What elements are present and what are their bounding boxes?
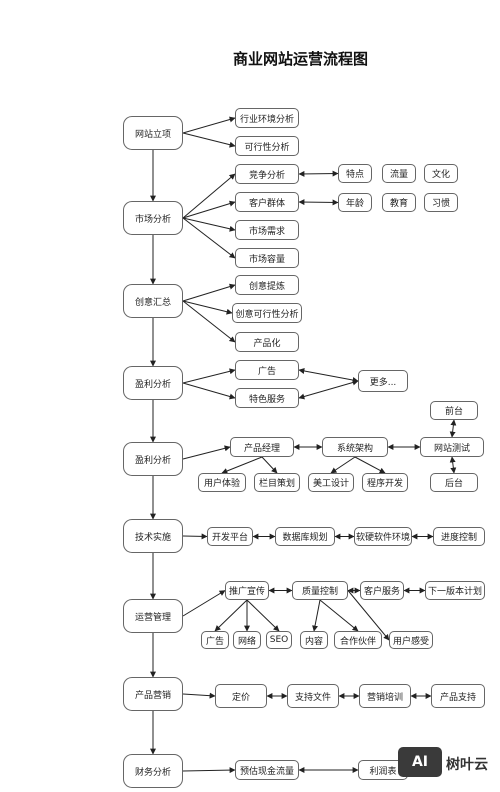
connector-wzcs-ht [449, 456, 457, 474]
node-wh: 文化 [424, 164, 458, 183]
node-cyhz: 创意汇总 [123, 284, 183, 318]
node-tgxc: 推广宣传 [225, 581, 269, 600]
connector-yygl-tgxc [182, 590, 226, 617]
node-khfw: 客户服务 [360, 581, 404, 600]
node-scxq: 市场需求 [235, 220, 299, 240]
node-scrl: 市场容量 [235, 248, 299, 268]
node-jzfx: 竞争分析 [235, 164, 299, 184]
connector-cpjl-yhty [221, 456, 263, 474]
node-cpyx: 产品营销 [123, 677, 183, 711]
node-yygl: 运营管理 [123, 599, 183, 633]
node-cxkf: 程序开发 [362, 473, 408, 492]
node-seo: SEO [266, 631, 292, 649]
connector-gg1-gd [298, 368, 359, 383]
node-wzlx: 网站立项 [123, 116, 183, 150]
node-sjkgh: 数据库规划 [275, 527, 335, 546]
node-cpjl: 产品经理 [230, 437, 294, 457]
watermark-text: 树叶云 [446, 757, 488, 773]
node-jsss: 技术实施 [123, 519, 183, 553]
node-qt: 前台 [430, 401, 478, 420]
node-ht: 后台 [430, 473, 478, 492]
connector-tgxc-seo [246, 599, 280, 632]
node-cph: 产品化 [235, 332, 299, 352]
connector-cyhz-cytl [182, 283, 236, 302]
node-xtjg: 系统架构 [322, 437, 388, 457]
node-xybb: 下一版本计划 [425, 581, 485, 600]
node-gd: 更多... [358, 370, 408, 392]
connector-wzlx-kxx [182, 132, 236, 148]
node-yhty: 用户体验 [198, 473, 246, 492]
connector-scfx-jzfx [182, 173, 236, 219]
node-mgsj: 美工设计 [308, 473, 354, 492]
connector-cpyx-dj [182, 692, 216, 699]
node-cytl: 创意提炼 [235, 275, 299, 295]
node-rjhj: 软硬软件环境 [354, 527, 412, 546]
connector-scfx-khqt [182, 200, 236, 219]
node-cwfx: 财务分析 [123, 754, 183, 788]
node-hyhj: 行业环境分析 [235, 108, 299, 128]
node-gg2: 广告 [201, 631, 229, 649]
watermark-logo-icon: AI [398, 747, 442, 777]
node-jy: 教育 [382, 193, 416, 212]
node-ylfx: 盈利分析 [123, 366, 183, 400]
node-gg1: 广告 [235, 360, 299, 380]
node-yhgs: 用户感受 [389, 631, 433, 649]
connector-cyhz-cykx [182, 300, 233, 315]
connector-wzlx-hyhj [182, 116, 236, 134]
node-nr: 内容 [300, 631, 328, 649]
connector-ylfx-gg1 [182, 368, 236, 384]
node-scfx: 市场分析 [123, 201, 183, 235]
node-cykx: 创意可行性分析 [232, 303, 302, 323]
node-kfpt: 开发平台 [207, 527, 253, 546]
connector-wzcs-qt [449, 419, 457, 438]
connector-khqt-nl [298, 199, 339, 206]
node-khqt: 客户群体 [235, 192, 299, 212]
node-dj: 定价 [215, 684, 267, 708]
node-cpzc: 产品支持 [431, 684, 485, 708]
node-wl: 网络 [233, 631, 261, 649]
connector-jsss-kfpt [182, 533, 208, 540]
node-xg: 习惯 [424, 193, 458, 212]
connector-cpjl-lmch [261, 456, 278, 474]
connector-scfx-scrl [182, 217, 236, 259]
node-zcwj: 支持文件 [287, 684, 339, 708]
connector-cwfx-ygxj [182, 767, 236, 774]
connector-jzfx-td [298, 170, 339, 177]
node-ll: 流量 [382, 164, 416, 183]
node-kxx: 可行性分析 [235, 136, 299, 156]
node-lmch: 栏目策划 [254, 473, 300, 492]
node-tsfw: 特色服务 [235, 388, 299, 408]
connector-xtjg-cxkf [354, 456, 386, 474]
connector-tsfw-gd [298, 379, 359, 400]
connector-zlkz-hzhb [319, 599, 359, 632]
node-ylfx2: 盈利分析 [123, 442, 183, 476]
node-yxpx: 营销培训 [359, 684, 411, 708]
node-nl: 年龄 [338, 193, 372, 212]
node-wzcs: 网站测试 [420, 437, 484, 457]
connector-scfx-scxq [182, 217, 236, 232]
node-zlkz: 质量控制 [292, 581, 348, 600]
connector-xtjg-mgsj [330, 456, 356, 474]
connector-tgxc-gg2 [214, 599, 248, 632]
connector-ylfx2-cpjl [182, 445, 231, 460]
node-lrbg: 利润表 [358, 760, 408, 780]
node-td: 特点 [338, 164, 372, 183]
node-jdkz: 进度控制 [433, 527, 485, 546]
connector-ylfx-tsfw [182, 382, 236, 400]
connector-zlkz-nr [312, 599, 321, 632]
node-hzhb: 合作伙伴 [334, 631, 382, 649]
connector-cyhz-cph [182, 300, 236, 343]
node-ygxj: 预估现金流量 [235, 760, 299, 780]
